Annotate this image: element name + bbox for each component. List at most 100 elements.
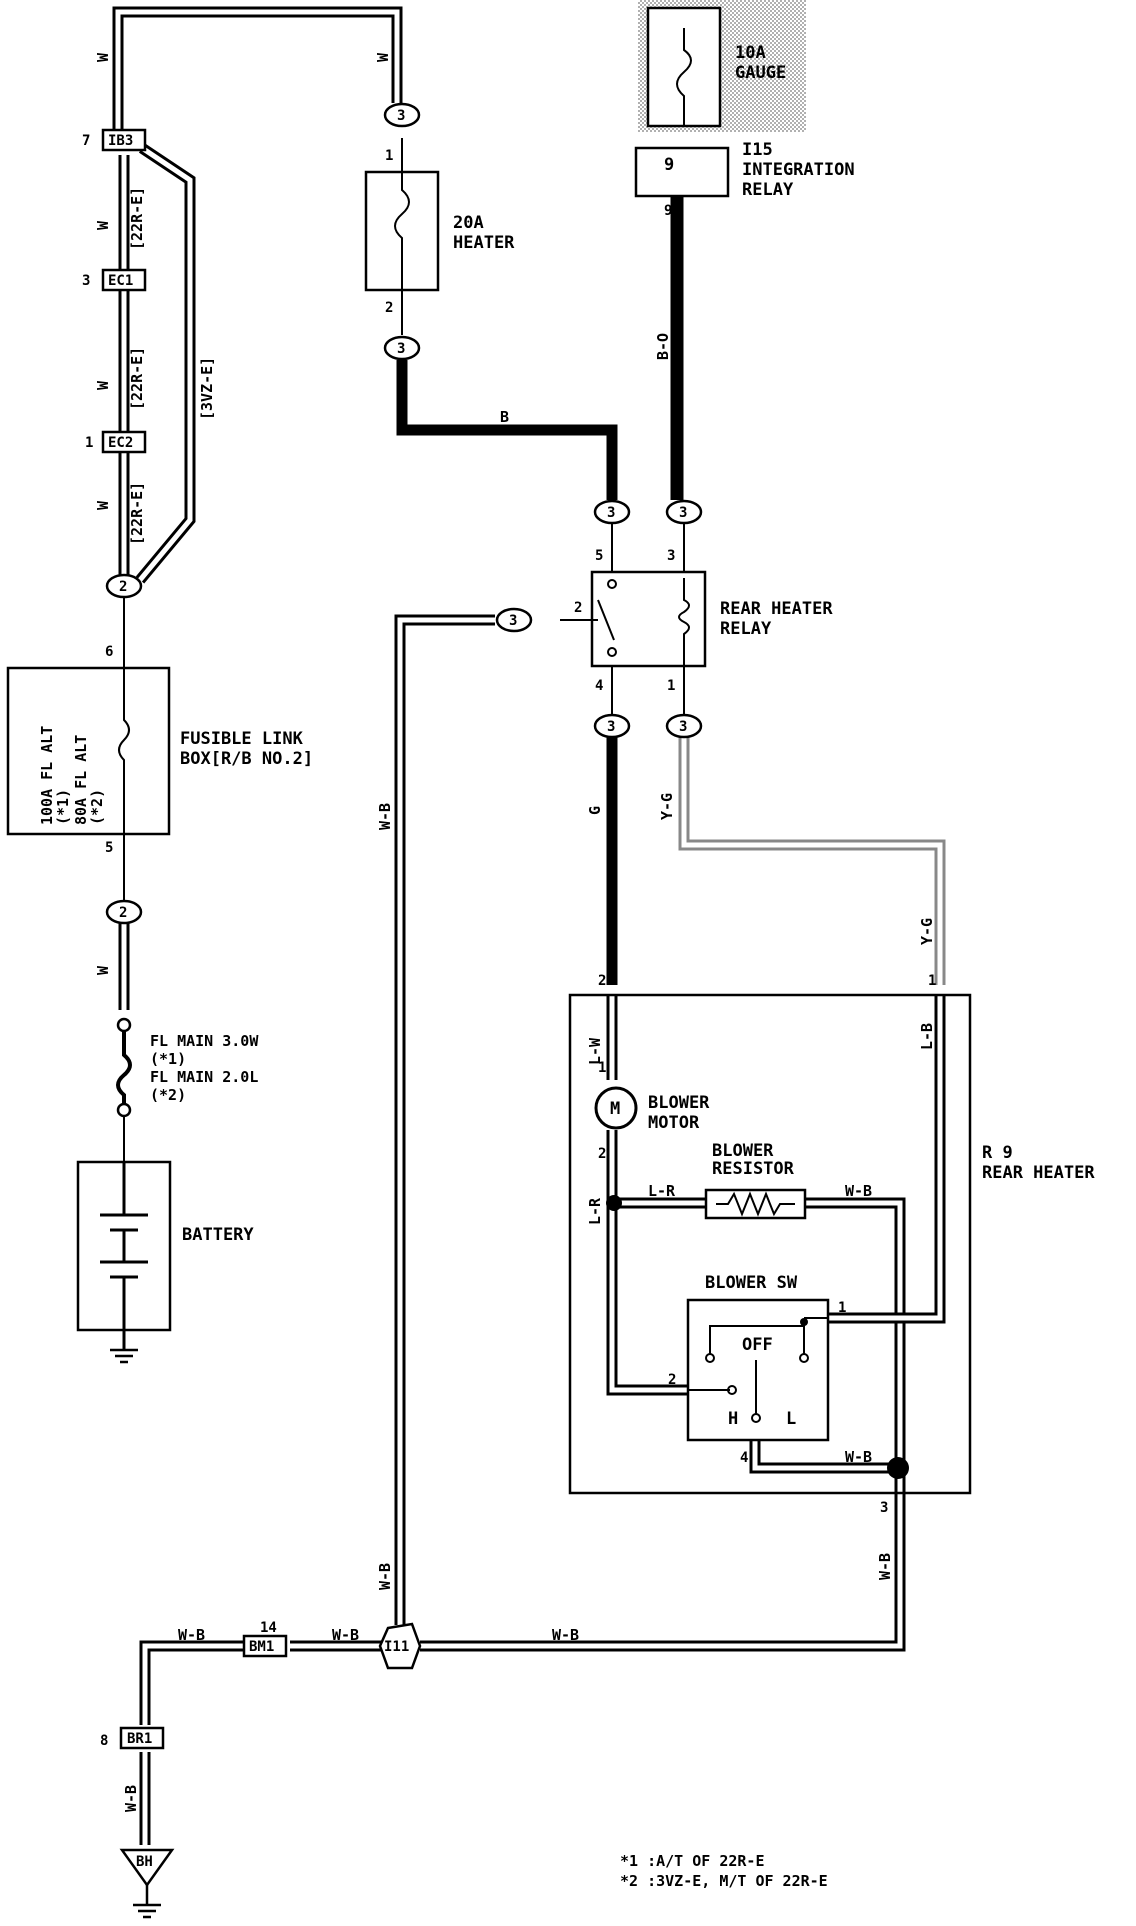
fl-note4: (*2): [88, 789, 106, 825]
ground-icon: [133, 1885, 161, 1919]
wire-label-wb: W-B: [845, 1182, 872, 1200]
wire-label-lw: L-W: [586, 1037, 604, 1065]
connector-3-fuse-in: [383, 102, 421, 128]
connector-i11: [378, 1622, 422, 1670]
connector-i11-label: I11: [384, 1639, 409, 1655]
fl-main-terminal: [116, 1017, 132, 1033]
connector-br1: [119, 1726, 165, 1750]
relay-contact: [607, 647, 617, 657]
pin-fl-in: 6: [105, 644, 113, 660]
wire-label-yg: Y-G: [918, 918, 936, 945]
integration-relay-name: INTEGRATION: [742, 160, 855, 180]
blower-motor-name2: MOTOR: [648, 1113, 700, 1133]
pin-ib3: 7: [82, 133, 90, 149]
sw-contact-pivot: [751, 1413, 761, 1423]
pin-fuse-in: 1: [385, 148, 393, 164]
wire-label-wb: W-B: [376, 1563, 394, 1590]
blower-sw-common: [709, 1317, 828, 1355]
wire-label-3vz-e: [3VZ-E]: [198, 357, 216, 420]
ground-icon: [110, 1348, 138, 1364]
integration-relay-box: [634, 146, 730, 198]
wire-label-22r-e: [22R-E]: [128, 347, 146, 410]
wire-label-lr: L-R: [648, 1182, 676, 1200]
pin-relay-2: 2: [574, 600, 582, 616]
wire-label-w: W: [94, 52, 112, 62]
pin-relay-1: 1: [667, 678, 675, 694]
wire-label-wb: W-B: [376, 803, 394, 830]
pin-mot-1: 1: [598, 1060, 606, 1076]
heater-fuse-icon: [394, 138, 410, 335]
connector-bm1-label: BM1: [249, 1639, 274, 1655]
blower-sw-h: H: [728, 1409, 738, 1429]
wire-label-g: G: [586, 806, 604, 815]
fl-main-line4: (*2): [150, 1086, 186, 1104]
blower-sw-l: L: [786, 1409, 796, 1429]
fusible-link-icon: [118, 597, 130, 900]
fl-note1: 100A FL ALT: [38, 726, 56, 825]
wire-label-wb: W-B: [845, 1448, 872, 1466]
wire-label-w: W: [94, 220, 112, 230]
gauge-fuse-name: GAUGE: [735, 63, 786, 83]
heater-fuse-name: HEATER: [453, 233, 515, 253]
connector-label: 2: [119, 905, 127, 921]
wire-label-w: W: [94, 965, 112, 975]
ground-point-bh: [119, 1848, 175, 1888]
pin-ir-out: 9: [664, 203, 672, 219]
connector-ec2-label: EC2: [108, 435, 133, 451]
rear-heater-name: REAR HEATER: [982, 1163, 1095, 1183]
connector-br1-label: BR1: [127, 1731, 152, 1747]
fl-note3: 80A FL ALT: [72, 735, 90, 825]
wire-wb-resistor: [805, 1197, 906, 1468]
wire-label-wb: W-B: [876, 1553, 894, 1580]
pin-sw-4: 4: [740, 1450, 748, 1466]
pin-ec2: 1: [85, 435, 93, 451]
heater-fuse-rating: 20A: [453, 213, 484, 233]
pin-relay-3: 3: [667, 548, 675, 564]
connector-label: 3: [679, 719, 687, 735]
blower-motor-icon: [594, 1086, 638, 1130]
connector-3-relay-2: [495, 607, 533, 633]
connector-ec2: [101, 430, 147, 454]
fl-main-line3: FL MAIN 2.0L: [150, 1068, 258, 1086]
relay-contact: [607, 579, 617, 589]
fusible-link-name: FUSIBLE LINK: [180, 729, 304, 749]
wire-b-heater: [396, 360, 618, 500]
gauge-fuse-icon: [676, 28, 692, 126]
connector-ec1-label: EC1: [108, 273, 133, 289]
wire-label-wb: W-B: [122, 1785, 140, 1812]
integration-relay-pin: 9: [664, 155, 674, 175]
wire-label-lr: L-R: [586, 1197, 604, 1225]
pin-relay-4: 4: [595, 678, 603, 694]
connector-ib3: [101, 128, 147, 152]
gauge-fuse-rating: 10A: [735, 43, 766, 63]
wire-wb-rear-heater: [420, 1468, 906, 1652]
wire-lb: [803, 995, 946, 1324]
wire-bo: [670, 196, 684, 500]
wire-label-yg: Y-G: [658, 793, 676, 820]
pin-sw-1: 1: [838, 1300, 846, 1316]
relay-leads-top: [611, 523, 685, 575]
connector-2-fl-out: [105, 899, 143, 925]
connector-label: 3: [607, 719, 615, 735]
sw-contact-off-right: [799, 1353, 809, 1363]
sw-contact-off-left: [705, 1353, 715, 1363]
pin-relay-5: 5: [595, 548, 603, 564]
connector-bm1: [242, 1634, 288, 1658]
rear-heater-id: R 9: [982, 1143, 1013, 1163]
fl-note2: (*1): [54, 789, 72, 825]
fusible-link-box: [6, 666, 171, 836]
fl-main-line2: (*1): [150, 1050, 186, 1068]
fl-main-icon: [116, 1031, 132, 1105]
splice-lr: [606, 1195, 622, 1211]
connector-label: 3: [607, 505, 615, 521]
wire-label-w: W: [94, 380, 112, 390]
pin-r9-2: 2: [598, 973, 606, 989]
relay-coil-icon: [678, 578, 690, 665]
pin-r9-1: 1: [928, 973, 936, 989]
blower-sw-name: BLOWER SW: [705, 1273, 798, 1293]
connector-label: 3: [397, 341, 405, 357]
pin-br1: 8: [100, 1733, 108, 1749]
connector-label: 3: [397, 108, 405, 124]
wire-label-wb: W-B: [178, 1626, 205, 1644]
